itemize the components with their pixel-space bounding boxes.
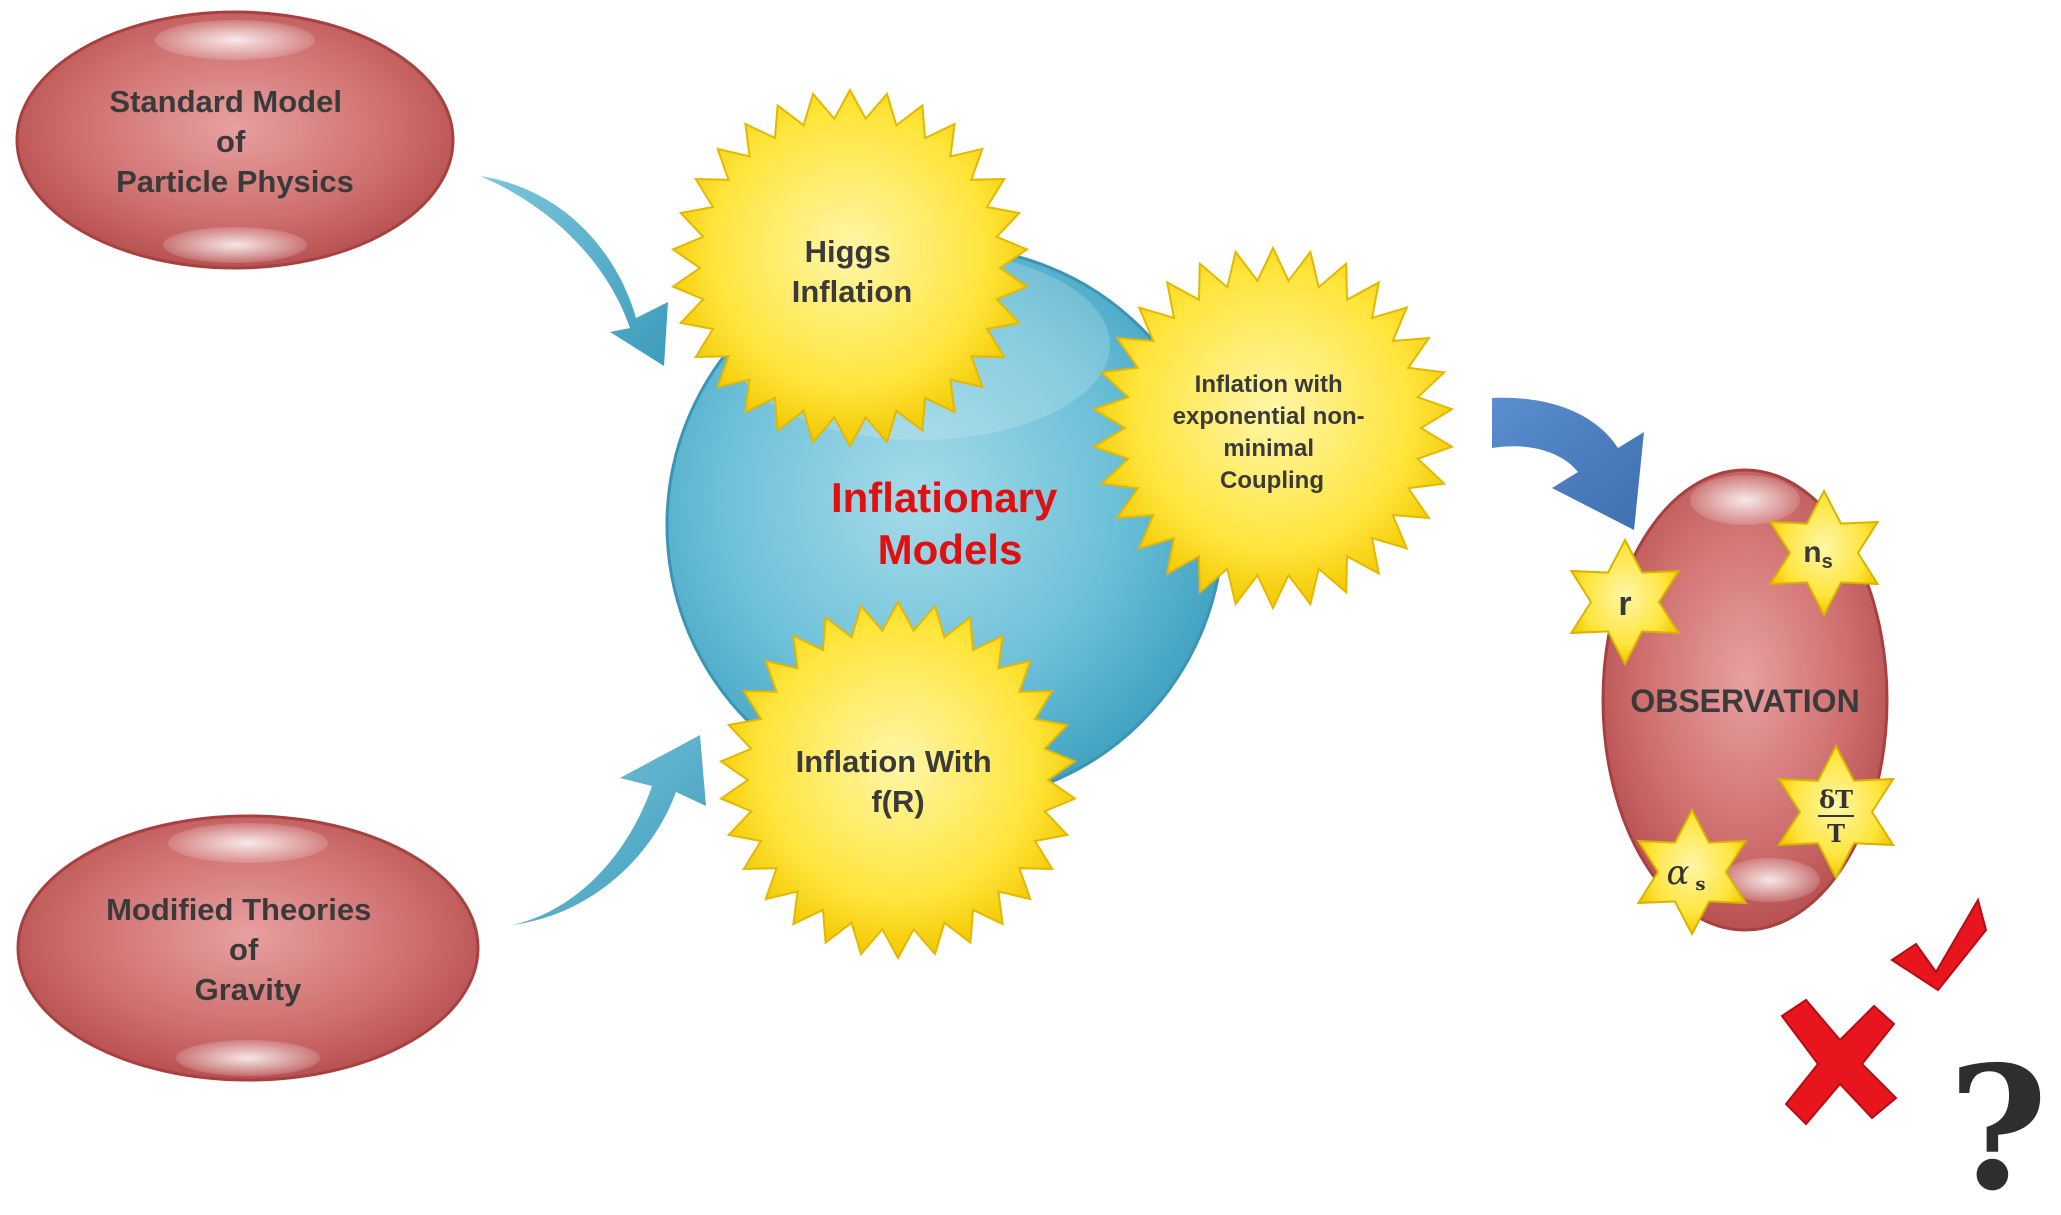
exponential-line-4: Coupling [1220, 467, 1324, 494]
higgs-line-2: Inflation [792, 274, 913, 309]
check-mark-icon [1890, 897, 1988, 992]
fr-line-2: f(R) [871, 784, 924, 819]
higgs-line-1: Higgs [805, 234, 891, 269]
svg-text:Standard Model of: Standard Model of Particle Physics [109, 84, 353, 199]
param-r-star: r [1569, 537, 1681, 667]
svg-text:Modified Theories of: Modified Theories of Gravity [106, 892, 380, 1007]
standard-model-node: Standard Model of Particle Physics [15, 10, 455, 270]
svg-text:αs: αs [1666, 853, 1705, 895]
inflationary-models-line-1: Inflationary [831, 474, 1058, 521]
param-r-label: r [1618, 585, 1631, 623]
exponential-line-1: Inflation with [1195, 371, 1343, 398]
arrow-to-observation-icon [1492, 397, 1644, 530]
standard-model-line-3: Particle Physics [116, 164, 354, 199]
svg-text:Inflation with exponenti: Inflation with exponential non- minimal … [1173, 371, 1372, 494]
modified-gravity-line-3: Gravity [195, 972, 303, 1007]
fr-inflation-node: Inflation With f(R) [718, 599, 1078, 961]
standard-model-line-1: Standard Model [109, 84, 342, 119]
modified-gravity-line-2: of [229, 932, 259, 967]
svg-text:Inflationary Models: Inflationary Models [831, 474, 1069, 573]
exponential-coupling-node: Inflation with exponential non- minimal … [1091, 245, 1455, 611]
cross-mark-icon [1780, 998, 1898, 1126]
exponential-line-2: exponential non- [1173, 403, 1365, 430]
observation-label: OBSERVATION [1630, 683, 1859, 719]
higgs-inflation-node: Higgs Inflation [670, 87, 1030, 449]
param-alpha-sub: s [1695, 874, 1705, 895]
inflationary-models-line-2: Models [878, 526, 1023, 573]
param-alpha-base: α [1666, 853, 1689, 893]
svg-text:Higgs Inflation: Higgs Inflation [792, 234, 913, 309]
fr-line-1: Inflation With [796, 744, 992, 779]
param-dt-numerator: δT [1819, 785, 1853, 814]
param-ns-base: n [1803, 536, 1821, 569]
arrow-modified-gravity-icon [512, 735, 706, 925]
param-dt-star: δT T [1776, 743, 1896, 881]
standard-model-line-2: of [216, 124, 246, 159]
question-mark-icon: ? [1948, 1029, 2048, 1215]
arrow-standard-model-icon [480, 176, 668, 366]
param-ns-star: ns [1768, 488, 1880, 618]
param-ns-sub: s [1822, 551, 1833, 573]
param-dt-denominator: T [1827, 819, 1845, 848]
svg-text:ns: ns [1803, 536, 1832, 573]
svg-text:Inflation With f(R): Inflation With f(R) [796, 744, 1001, 819]
exponential-line-3: minimal [1223, 435, 1314, 462]
modified-gravity-line-1: Modified Theories [106, 892, 371, 927]
modified-gravity-node: Modified Theories of Gravity [16, 814, 480, 1082]
